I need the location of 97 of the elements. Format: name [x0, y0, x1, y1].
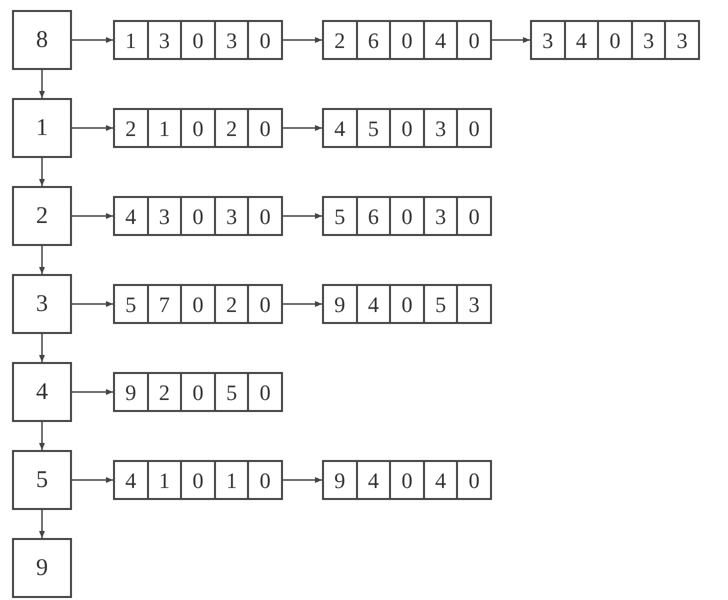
record-field: 0	[456, 22, 490, 58]
record-field: 0	[456, 110, 490, 146]
record-field: 4	[356, 286, 390, 322]
list-head-box: 2	[12, 186, 72, 246]
record-field: 3	[214, 198, 248, 234]
record-field: 0	[247, 22, 281, 58]
record-field: 2	[214, 110, 248, 146]
arrow	[39, 246, 45, 274]
list-head-box: 4	[12, 362, 72, 422]
record-box	[322, 20, 492, 60]
record-field: 3	[456, 286, 490, 322]
record-field: 4	[422, 462, 456, 498]
record-box	[113, 372, 283, 412]
arrow	[39, 510, 45, 538]
record-field: 4	[422, 22, 456, 58]
record-field: 4	[356, 462, 390, 498]
arrow	[283, 213, 322, 219]
record-field: 1	[214, 462, 248, 498]
record-field: 2	[115, 110, 147, 146]
record-box	[322, 284, 492, 324]
arrow	[72, 125, 113, 131]
record-field: 9	[115, 374, 147, 410]
record-field: 0	[247, 374, 281, 410]
record-field: 0	[247, 286, 281, 322]
record-field: 5	[422, 286, 456, 322]
record-field: 5	[115, 286, 147, 322]
record-field: 3	[214, 22, 248, 58]
record-field: 9	[324, 462, 356, 498]
record-field: 0	[389, 198, 423, 234]
record-field: 3	[422, 198, 456, 234]
record-field: 2	[146, 374, 180, 410]
record-field: 3	[630, 22, 664, 58]
list-head-box: 9	[12, 538, 72, 598]
record-box	[113, 460, 283, 500]
record-field: 5	[356, 110, 390, 146]
arrow	[72, 301, 113, 307]
record-field: 1	[146, 110, 180, 146]
record-box	[113, 284, 283, 324]
record-field: 0	[389, 22, 423, 58]
record-field: 0	[180, 286, 214, 322]
record-box	[113, 108, 283, 148]
record-field: 5	[324, 198, 356, 234]
arrow	[39, 422, 45, 450]
arrow	[283, 301, 322, 307]
arrow	[39, 334, 45, 362]
record-field: 2	[324, 22, 356, 58]
arrow	[283, 477, 322, 483]
list-head-box: 5	[12, 450, 72, 510]
arrow	[39, 158, 45, 186]
record-box	[322, 108, 492, 148]
arrow	[39, 70, 45, 98]
record-box	[322, 196, 492, 236]
list-head-box: 1	[12, 98, 72, 158]
record-field: 0	[456, 198, 490, 234]
record-field: 5	[214, 374, 248, 410]
record-field: 6	[356, 198, 390, 234]
record-field: 0	[597, 22, 631, 58]
record-field: 0	[180, 198, 214, 234]
arrow	[72, 37, 113, 43]
record-box	[113, 20, 283, 60]
record-field: 6	[356, 22, 390, 58]
record-field: 3	[664, 22, 698, 58]
record-box	[530, 20, 700, 60]
record-field: 3	[532, 22, 564, 58]
record-field: 4	[564, 22, 598, 58]
record-field: 9	[324, 286, 356, 322]
list-head-box: 3	[12, 274, 72, 334]
arrow	[72, 477, 113, 483]
record-field: 0	[180, 110, 214, 146]
arrow	[492, 37, 530, 43]
record-field: 7	[146, 286, 180, 322]
record-field: 3	[146, 198, 180, 234]
record-field: 0	[389, 110, 423, 146]
record-field: 4	[115, 198, 147, 234]
record-field: 1	[115, 22, 147, 58]
record-field: 0	[389, 462, 423, 498]
record-field: 2	[214, 286, 248, 322]
record-field: 0	[247, 198, 281, 234]
list-head-box: 8	[12, 10, 72, 70]
record-field: 0	[180, 462, 214, 498]
record-field: 0	[247, 462, 281, 498]
record-field: 0	[180, 22, 214, 58]
arrow	[283, 125, 322, 131]
record-field: 0	[247, 110, 281, 146]
record-field: 0	[389, 286, 423, 322]
record-box	[113, 196, 283, 236]
record-field: 0	[456, 462, 490, 498]
record-box	[322, 460, 492, 500]
record-field: 4	[115, 462, 147, 498]
record-field: 1	[146, 462, 180, 498]
record-field: 3	[146, 22, 180, 58]
arrow	[283, 37, 322, 43]
record-field: 0	[180, 374, 214, 410]
arrow	[72, 213, 113, 219]
record-field: 4	[324, 110, 356, 146]
arrow	[72, 389, 113, 395]
record-field: 3	[422, 110, 456, 146]
